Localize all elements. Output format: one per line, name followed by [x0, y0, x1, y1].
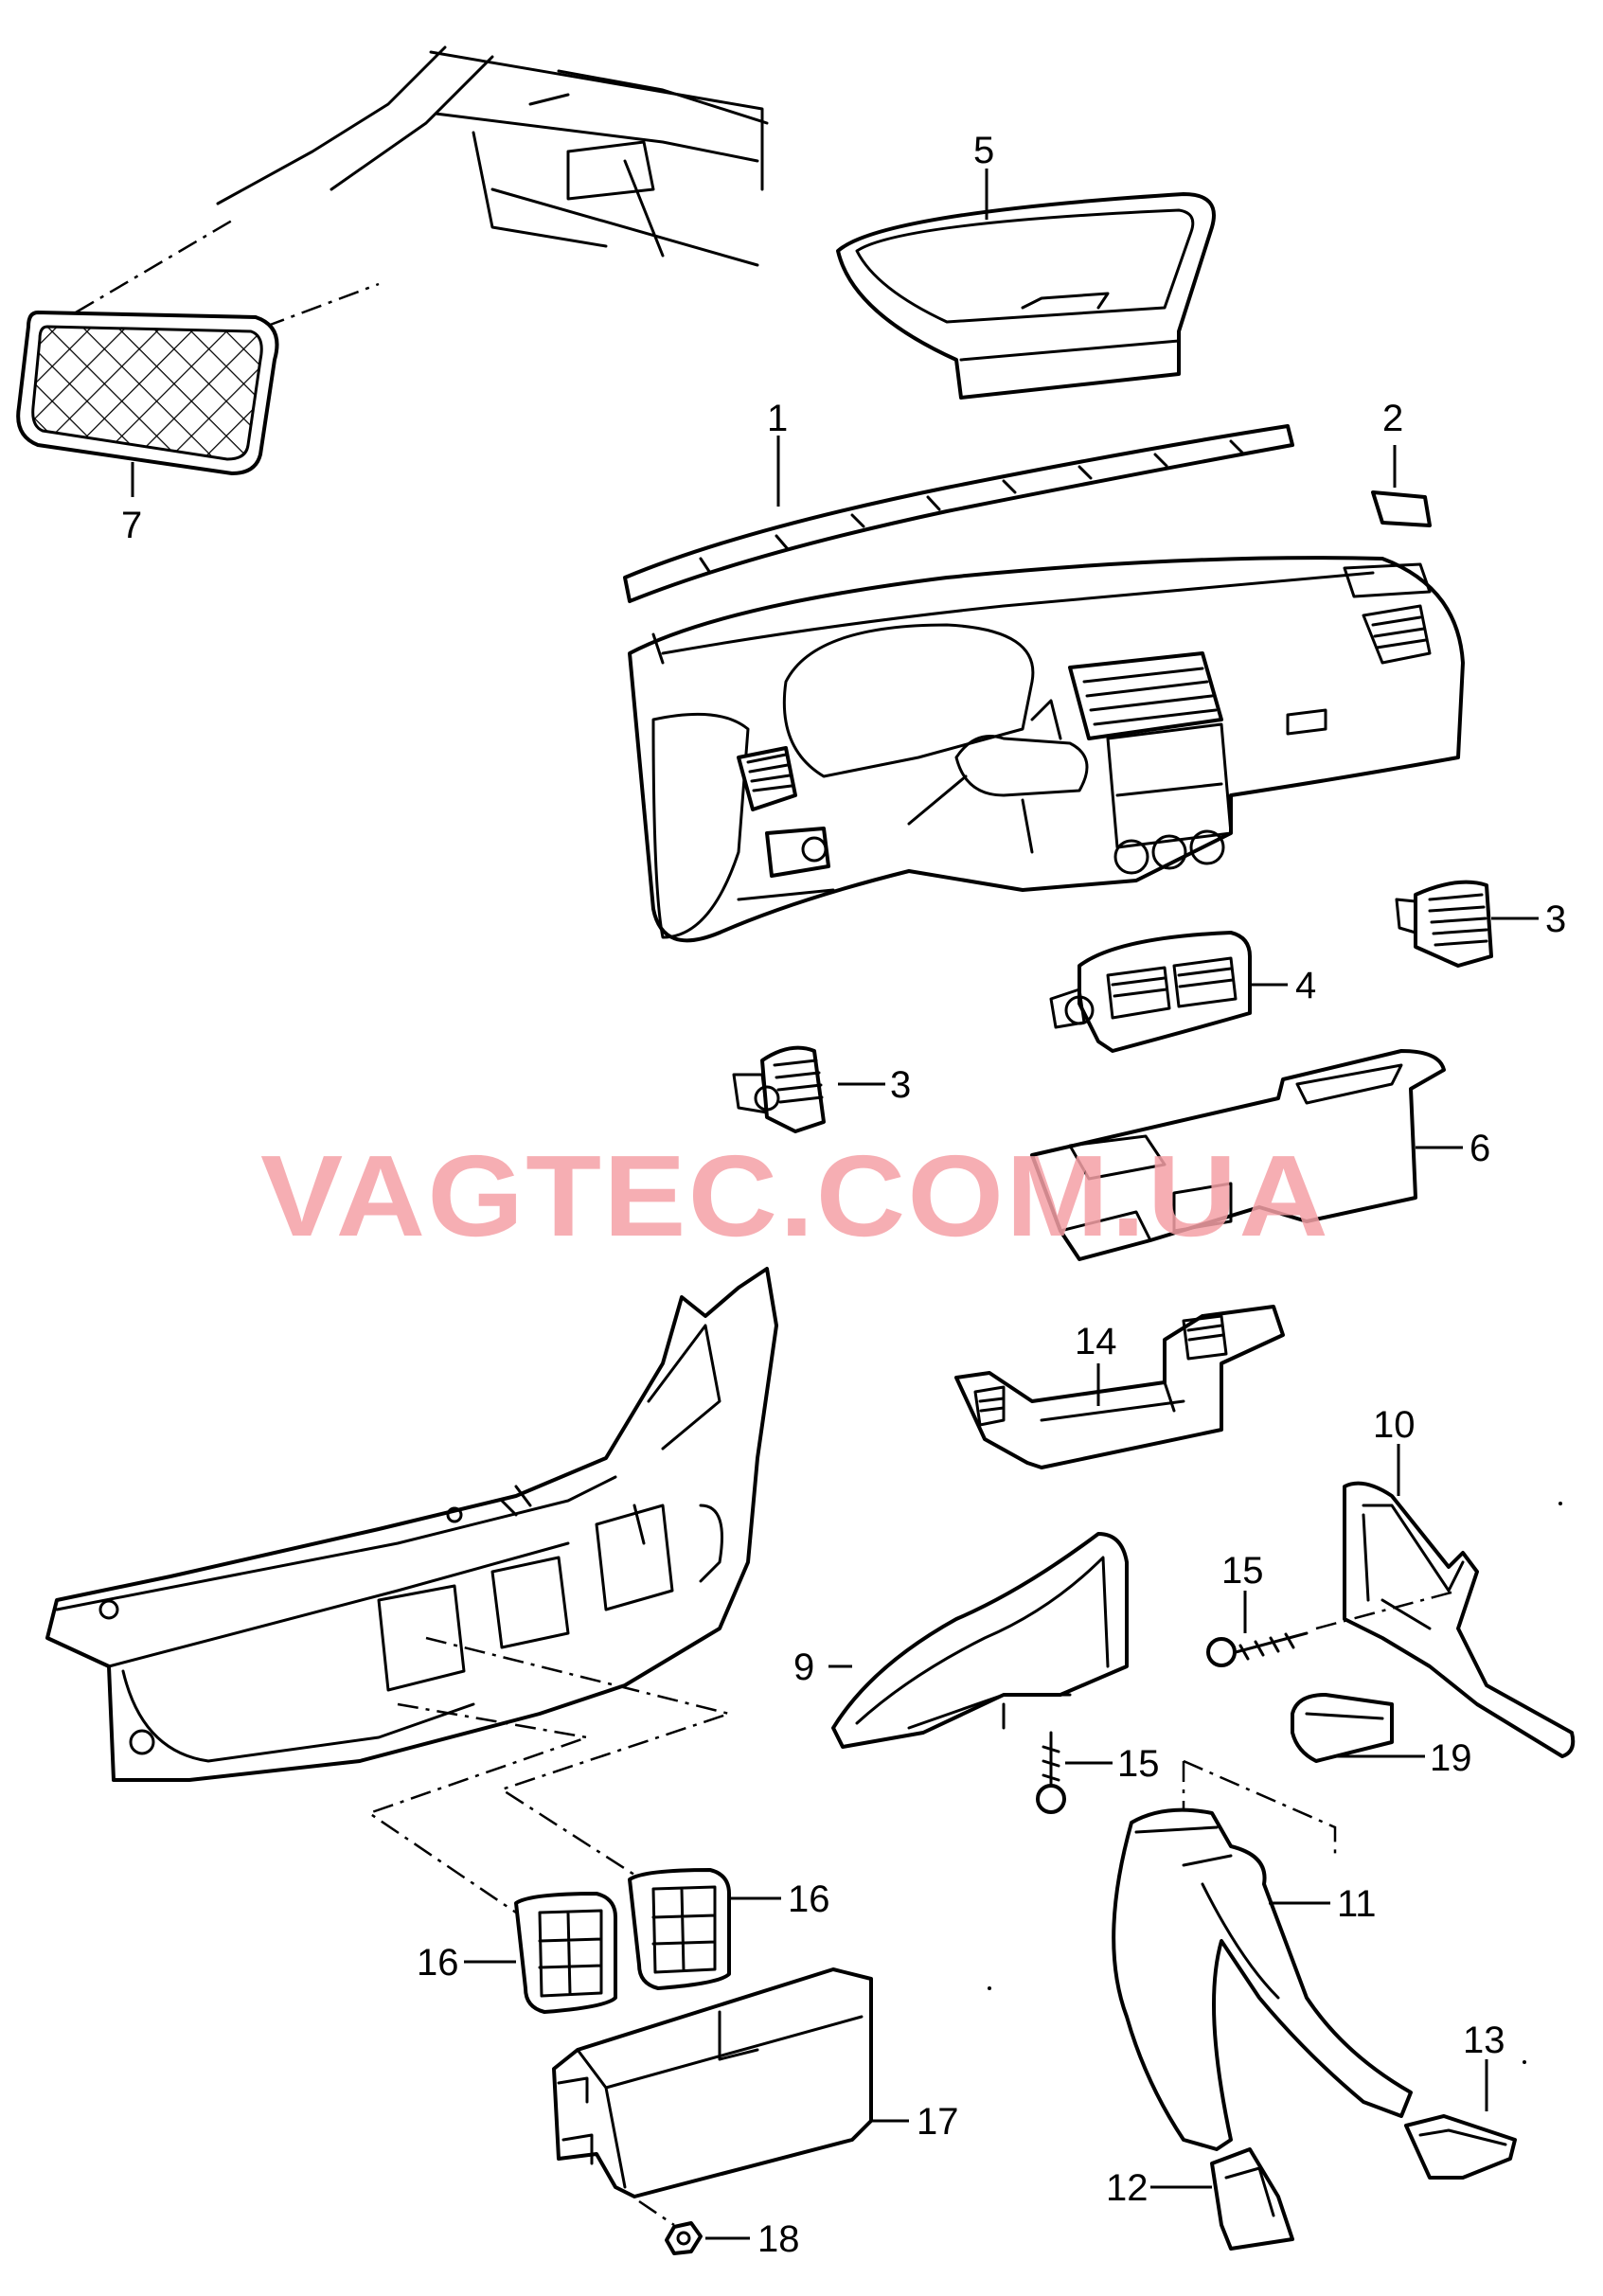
footwell-duct-left [831, 1532, 1129, 1749]
side-air-vent-left [732, 1045, 826, 1133]
callout-7: 7 [121, 505, 142, 546]
callout-6: 6 [1469, 1128, 1490, 1169]
callout-16-right: 16 [788, 1878, 830, 1920]
air-distribution-duct [1030, 1049, 1446, 1261]
center-air-vent [1049, 931, 1252, 1053]
small-air-vent-left [514, 1892, 617, 2014]
dash-top-cover [836, 192, 1216, 400]
callout-13: 13 [1463, 2020, 1505, 2061]
leader-lines [131, 169, 1539, 2240]
callout-17: 17 [917, 2101, 959, 2143]
screw-lower [1036, 1731, 1066, 1814]
callout-2: 2 [1382, 398, 1403, 439]
callout-12: 12 [1106, 2167, 1149, 2209]
callout-14: 14 [1075, 1321, 1117, 1362]
small-cover-cap [1371, 490, 1432, 527]
cross-member-carrier [45, 1267, 778, 1914]
callout-15-upper: 15 [1221, 1550, 1264, 1592]
callout-9: 9 [793, 1646, 814, 1688]
callout-4: 4 [1295, 965, 1316, 1006]
callout-18: 18 [757, 2218, 800, 2260]
rear-footwell-duct [1112, 1807, 1413, 2151]
duct-end-piece-left [1210, 2147, 1294, 2251]
defroster-duct-strip [623, 424, 1294, 603]
callout-3-right: 3 [1545, 899, 1566, 940]
watermark-text: VAGTEC.COM.UA [260, 1131, 1330, 1260]
callout-3-left: 3 [890, 1064, 911, 1106]
hex-nut [638, 2199, 703, 2255]
air-inlet-grille [16, 311, 279, 475]
dashboard-panel [628, 556, 1465, 943]
firewall-upper-section [75, 45, 769, 343]
callout-15-lower: 15 [1117, 1743, 1160, 1785]
scan-specks [988, 1502, 1562, 2064]
air-guide-housing [552, 1967, 873, 2198]
callout-10: 10 [1373, 1404, 1416, 1446]
side-air-vent-right [1395, 880, 1493, 968]
duct-bracket [954, 1305, 1285, 1469]
callout-1: 1 [767, 398, 788, 439]
footwell-duct-right [1343, 1481, 1576, 1758]
callout-11: 11 [1337, 1883, 1377, 1925]
callout-5: 5 [973, 130, 994, 171]
duct-end-piece-right [1404, 2114, 1517, 2180]
callout-19: 19 [1430, 1737, 1472, 1779]
small-air-vent-right [628, 1868, 731, 1990]
screw-upper [1206, 1589, 1459, 1667]
callout-16-left: 16 [417, 1942, 459, 1984]
callout-labels: 5 1 2 7 3 4 3 6 14 10 15 9 15 19 11 16 1… [121, 130, 1566, 2260]
